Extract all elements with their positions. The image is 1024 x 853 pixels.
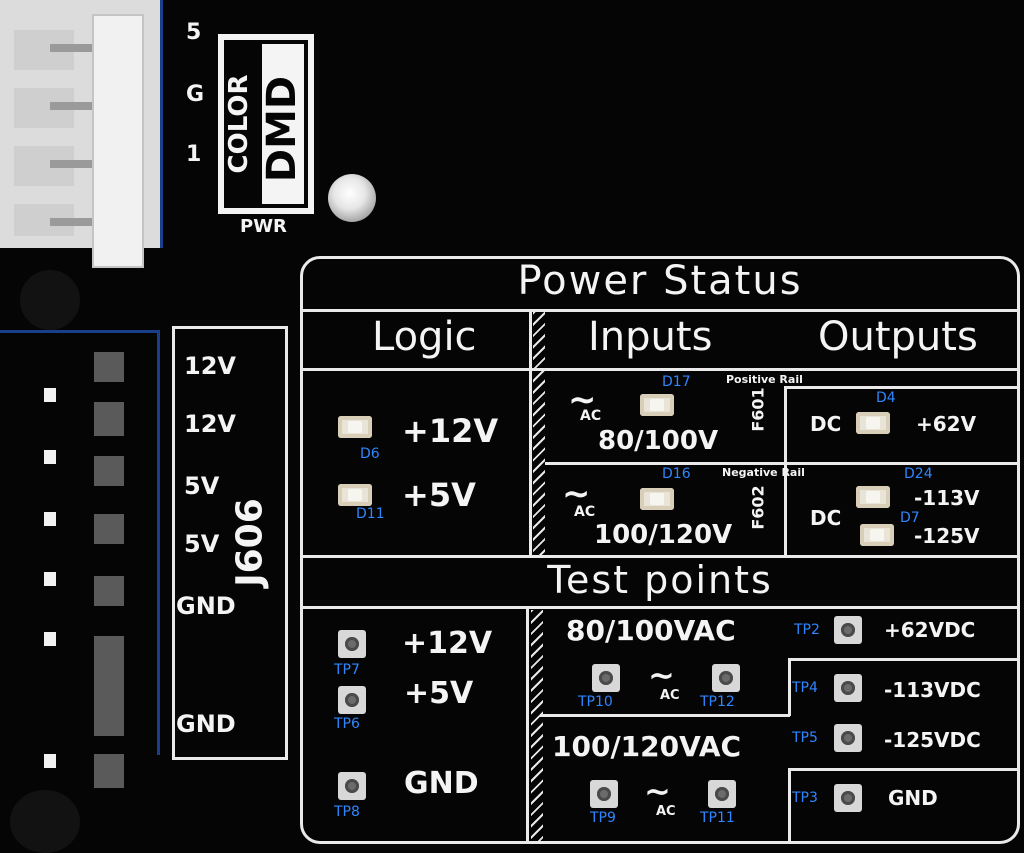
test-point-pad[interactable] — [708, 780, 736, 808]
logic-voltage-label: +12V — [402, 412, 499, 450]
test-point-ref: TP11 — [700, 810, 735, 826]
ac-test-label: 80/100VAC — [566, 614, 736, 647]
logic-led-12v — [338, 416, 372, 438]
test-point-pad[interactable] — [834, 724, 862, 752]
test-point-ref: TP6 — [334, 716, 360, 732]
test-point-pad[interactable] — [834, 784, 862, 812]
rail-ac-label: AC — [580, 408, 602, 424]
connector-pin-label: G — [186, 82, 205, 107]
j606-pin-label: 12V — [184, 410, 236, 438]
logo-text-dmd: DMD — [259, 75, 305, 183]
logic-led-5v — [338, 484, 372, 506]
ac-tilde-icon: ∼ — [568, 380, 597, 420]
test-point-pad[interactable] — [590, 780, 618, 808]
test-point-ref: TP3 — [792, 790, 818, 806]
j606-pin-label: GND — [176, 710, 236, 738]
inputs-header: Inputs — [588, 314, 713, 360]
led-ref: D11 — [356, 506, 385, 522]
test-point-ref: TP8 — [334, 804, 360, 820]
power-connector-top — [0, 0, 163, 268]
logo-text-color: COLOR — [224, 74, 254, 174]
led-ref: D24 — [904, 466, 933, 482]
rail-dc-label: DC — [810, 506, 842, 530]
test-point-ref: TP10 — [578, 694, 613, 710]
test-point-pad[interactable] — [834, 674, 862, 702]
rail-name: Positive Rail — [726, 373, 803, 386]
test-point-ref: TP4 — [792, 680, 818, 696]
input-led — [640, 394, 674, 416]
rail-name: Negative Rail — [722, 466, 805, 479]
connector-j606-body — [0, 330, 160, 755]
led-ref: D4 — [876, 390, 896, 406]
rail-voltage: 80/100V — [598, 426, 719, 456]
logic-voltage-label: +5V — [402, 476, 476, 514]
output-led — [856, 486, 890, 508]
ac-test-ac-label: AC — [656, 804, 676, 819]
j606-pin-label: GND — [176, 592, 236, 620]
ac-test-label: 100/120VAC — [552, 730, 742, 763]
rail-dc-label: DC — [810, 412, 842, 436]
test-point-ref: TP5 — [792, 730, 818, 746]
rail-voltage: 100/120V — [594, 520, 733, 550]
logic-header: Logic — [372, 314, 477, 360]
test-points-title: Test points — [547, 558, 773, 602]
test-point-value: -113VDC — [884, 678, 981, 702]
test-point-pad[interactable] — [338, 630, 366, 658]
j606-label-box — [172, 326, 288, 760]
j606-pin-label: 12V — [184, 352, 236, 380]
rail-fuse: F602 — [748, 485, 768, 530]
led-ref: D7 — [900, 510, 920, 526]
panel-title: Power Status — [517, 258, 803, 304]
power-indicator-led — [328, 174, 376, 222]
j606-pin-label: 5V — [184, 530, 220, 558]
test-point-value: +12V — [402, 626, 493, 661]
power-status-panel — [300, 256, 1020, 844]
test-point-value: GND — [404, 766, 479, 801]
led-ref: D6 — [360, 446, 380, 462]
rail-ac-label: AC — [574, 504, 596, 520]
output-led — [860, 524, 894, 546]
outputs-header: Outputs — [818, 314, 978, 360]
test-point-ref: TP7 — [334, 662, 360, 678]
test-point-value: GND — [888, 786, 938, 810]
ac-tilde-icon: ∼ — [562, 474, 591, 514]
rail-output-value: -113V — [914, 486, 980, 510]
ac-tilde-icon: ∼ — [644, 772, 671, 810]
test-point-value: +62VDC — [884, 618, 976, 642]
ac-test-ac-label: AC — [660, 688, 680, 703]
test-point-pad[interactable] — [834, 616, 862, 644]
test-point-pad[interactable] — [338, 686, 366, 714]
test-point-value: -125VDC — [884, 728, 981, 752]
test-point-pad[interactable] — [338, 772, 366, 800]
colordmd-logo: COLOR DMD — [218, 34, 314, 214]
led-ref: D17 — [662, 374, 691, 390]
test-point-ref: TP9 — [590, 810, 616, 826]
rail-fuse: F601 — [748, 387, 768, 432]
j606-pin-label: 5V — [184, 472, 220, 500]
connector-pin-label: 1 — [186, 142, 202, 167]
led-ref: D16 — [662, 466, 691, 482]
ac-tilde-icon: ∼ — [648, 656, 675, 694]
test-point-ref: TP2 — [794, 622, 820, 638]
test-point-value: +5V — [404, 676, 474, 711]
logo-pwr-label: PWR — [240, 216, 287, 237]
connector-pin-label: 5 — [186, 20, 202, 45]
test-point-pad[interactable] — [712, 664, 740, 692]
output-led — [856, 412, 890, 434]
j606-ref: J606 — [229, 498, 271, 587]
rail-output-value: +62V — [916, 412, 977, 436]
rail-output-value: -125V — [914, 524, 980, 548]
test-point-pad[interactable] — [592, 664, 620, 692]
input-led — [640, 488, 674, 510]
test-point-ref: TP12 — [700, 694, 735, 710]
